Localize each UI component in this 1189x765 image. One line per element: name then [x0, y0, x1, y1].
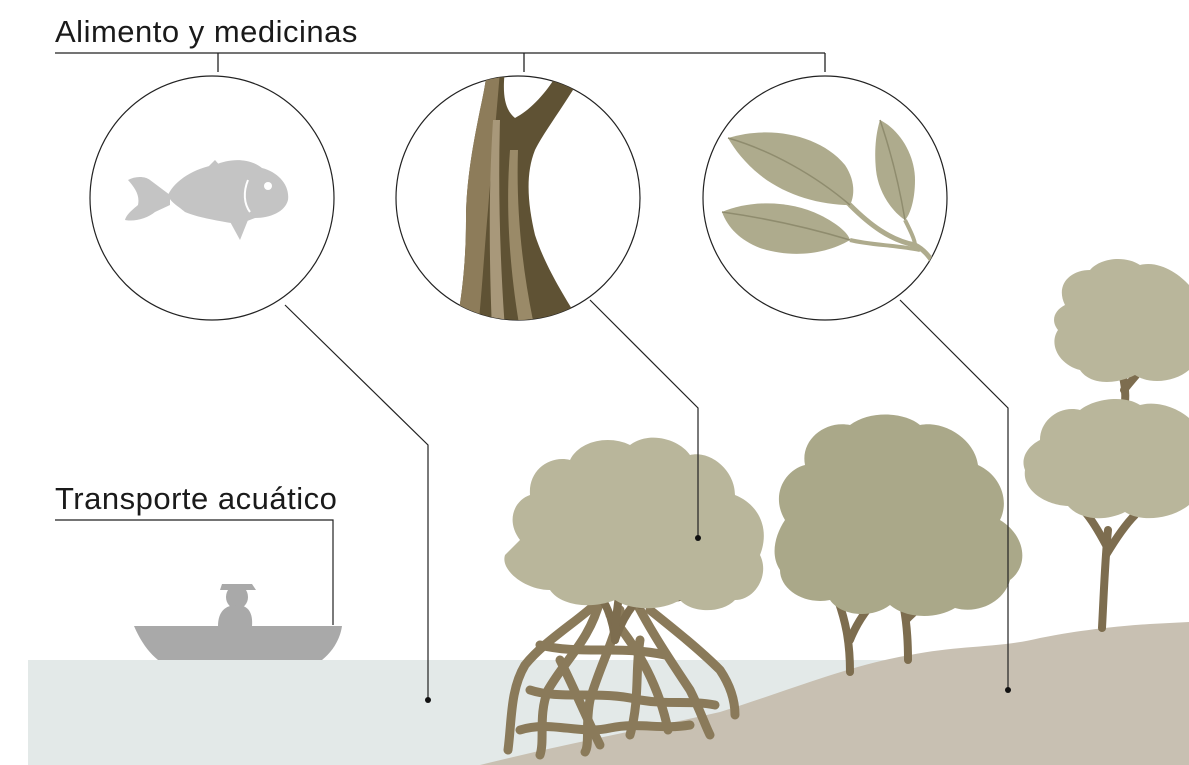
- boat-icon: [134, 584, 342, 660]
- food-medicine-label: Alimento y medicinas: [55, 16, 358, 47]
- water-transport-label: Transporte acuático: [55, 483, 337, 514]
- right-tree-upper-canopy: [1054, 259, 1189, 382]
- transport-leader-line: [55, 520, 333, 625]
- right-tree-lower-canopy: [1023, 399, 1189, 518]
- food-bracket: [55, 53, 825, 72]
- left-tree-canopy: [504, 438, 763, 611]
- fish-eye: [264, 182, 272, 190]
- middle-tree-canopy: [775, 414, 1023, 615]
